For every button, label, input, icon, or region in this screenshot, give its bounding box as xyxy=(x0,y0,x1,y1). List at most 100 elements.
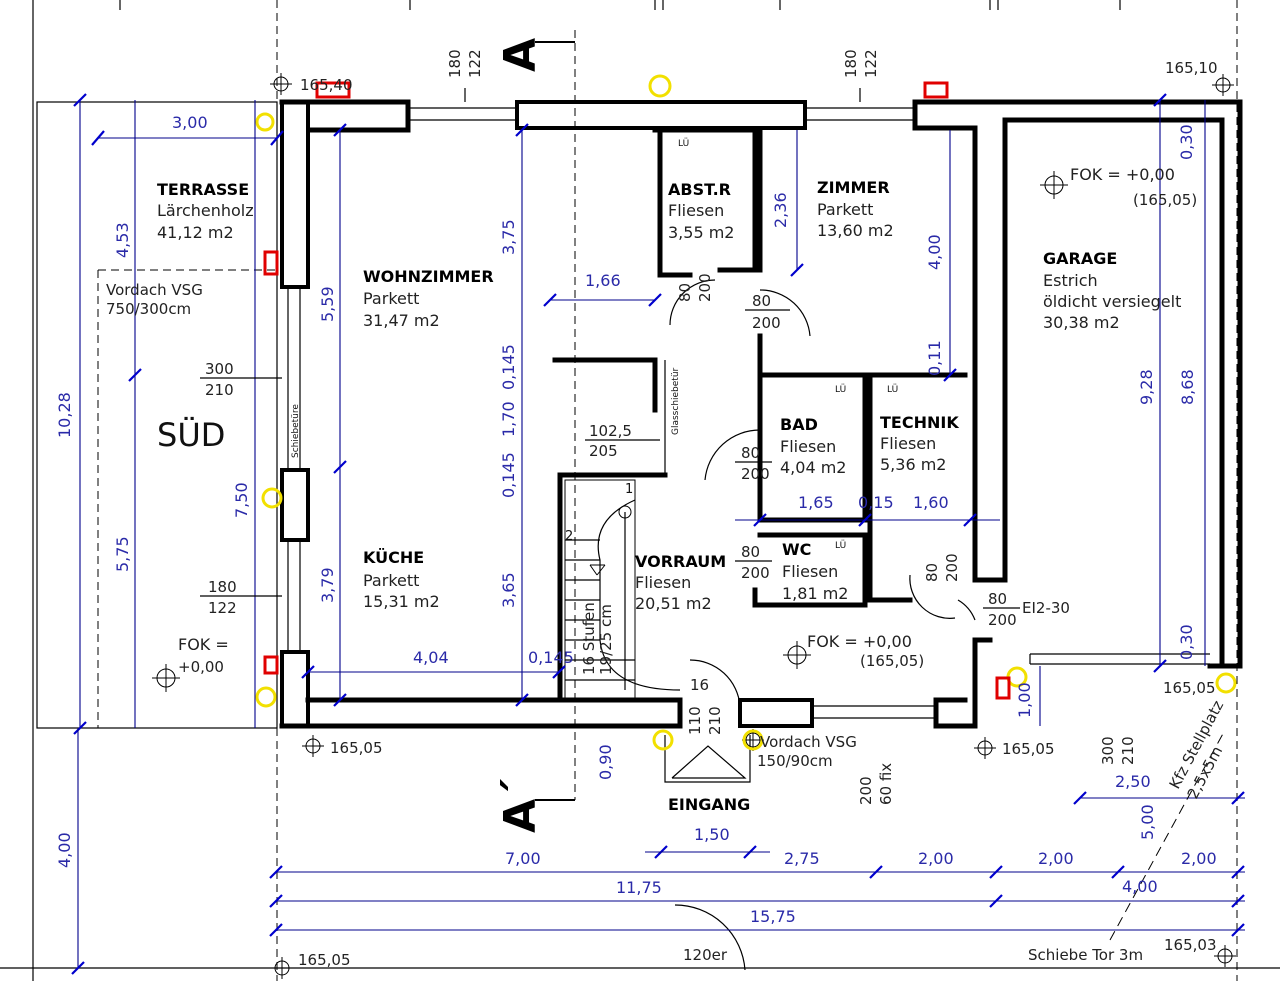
dim-text: 9,28 xyxy=(1137,369,1156,405)
dim-text: 0,30 xyxy=(1177,624,1196,660)
opening-height: 122 xyxy=(862,49,880,78)
marker-red-rect xyxy=(263,250,279,276)
technik-material: Fliesen xyxy=(880,434,936,453)
technik-name: TECHNIK xyxy=(880,413,959,432)
opening-width: 180 xyxy=(842,49,860,78)
garage-area: 30,38 m2 xyxy=(1043,313,1120,332)
zimmer-name: ZIMMER xyxy=(817,178,890,197)
staircase xyxy=(564,479,681,701)
dim-text: 0,145 xyxy=(528,648,574,667)
opening-width: 200 xyxy=(857,776,875,805)
step-1-label: 1 xyxy=(625,482,633,497)
level-text: 165,05 xyxy=(1002,740,1055,758)
dim-text: 0,145 xyxy=(499,344,518,390)
opening-width: 300 xyxy=(205,360,234,378)
dim-text: 10,28 xyxy=(55,392,74,438)
zimmer-area: 13,60 m2 xyxy=(817,221,894,240)
fok-garage-label: FOK = +0,00 xyxy=(1070,165,1175,184)
abstr-area: 3,55 m2 xyxy=(668,223,734,242)
wohnzimmer-name: WOHNZIMMER xyxy=(363,267,494,286)
opening-width: 300 xyxy=(1099,736,1117,765)
marker-yellow-circle xyxy=(261,487,283,509)
dim-text: 8,68 xyxy=(1178,369,1197,405)
marker-yellow-circle xyxy=(652,729,674,751)
level-text: 165,05 xyxy=(298,951,351,969)
step-16-label: 16 xyxy=(690,676,709,694)
dim-text: 0,15 xyxy=(858,493,894,512)
step-2-label: 2 xyxy=(565,529,573,544)
dim-text: 3,00 xyxy=(172,113,208,132)
wohnzimmer-material: Parkett xyxy=(363,289,419,308)
opening-height: 122 xyxy=(208,599,237,617)
opening-width: 180 xyxy=(208,578,237,596)
kueche-material: Parkett xyxy=(363,571,419,590)
level-text: 165,05 xyxy=(330,739,383,757)
level-text: 165,05 xyxy=(1163,679,1216,697)
terrace-outline xyxy=(36,101,278,729)
opening-height: 200 xyxy=(752,314,781,332)
dim-text: 11,75 xyxy=(616,878,662,897)
level-text: 165,40 xyxy=(300,76,353,94)
kueche-name: KÜCHE xyxy=(363,548,424,567)
dim-text: 1,50 xyxy=(694,825,730,844)
dim-text: 1,70 xyxy=(499,401,518,437)
lue-wc: LÜ xyxy=(835,540,846,551)
opening-height: 210 xyxy=(1119,736,1137,765)
wc-material: Fliesen xyxy=(782,562,838,581)
level-crosshair xyxy=(974,737,996,759)
marker-yellow-circle xyxy=(1215,672,1237,694)
opening-height: 200 xyxy=(988,611,1017,629)
opening-width: 80 xyxy=(676,283,694,302)
fok-garage-level: (165,05) xyxy=(1133,191,1197,209)
wohnzimmer-area: 31,47 m2 xyxy=(363,311,440,330)
level-text: 165,10 xyxy=(1165,59,1218,77)
marker-red-rect xyxy=(995,676,1011,700)
eingang-name: EINGANG xyxy=(668,795,750,814)
opening-width: 80 xyxy=(741,543,760,561)
bad-material: Fliesen xyxy=(780,437,836,456)
section-markers: A A´ xyxy=(495,38,575,833)
bad-name: BAD xyxy=(780,415,818,434)
terrasse-name: TERRASSE xyxy=(157,180,249,199)
level-crosshair xyxy=(1212,74,1234,96)
dim-text: 0,11 xyxy=(925,340,944,376)
vorraum-area: 20,51 m2 xyxy=(635,594,712,613)
opening-width: 80 xyxy=(988,590,1007,608)
stufen-label: 16 Stufen xyxy=(580,602,598,675)
opening-height: 210 xyxy=(205,381,234,399)
door-120-label: 120er xyxy=(683,946,728,964)
level-crosshair xyxy=(270,73,292,95)
technik-area: 5,36 m2 xyxy=(880,455,946,474)
level-symbols xyxy=(152,73,1236,979)
level-texts: 165,40 165,10 165,05 165,05 165,05 165,0… xyxy=(298,59,1218,969)
vordach-eingang-size: 150/90cm xyxy=(757,752,833,770)
wc-name: WC xyxy=(782,540,811,559)
dim-text: 2,75 xyxy=(784,849,820,868)
vordach-eingang-label: Vordach VSG xyxy=(760,733,857,751)
dim-text: 1,60 xyxy=(913,493,949,512)
dim-text: 5,59 xyxy=(318,286,337,322)
ei2-label: EI2-30 xyxy=(1022,599,1070,617)
dim-text: 2,36 xyxy=(771,192,790,228)
dim-text: 7,50 xyxy=(232,482,251,518)
dim-text: 5,75 xyxy=(113,536,132,572)
kueche-area: 15,31 m2 xyxy=(363,592,440,611)
opening-height: 200 xyxy=(741,564,770,582)
opening-labels: 180 122 180 122 180 122 300 210 300 210 … xyxy=(200,49,1137,805)
opening-height: 205 xyxy=(589,442,618,460)
opening-width: 110 xyxy=(686,706,704,735)
marker-yellow-circle xyxy=(255,112,275,132)
opening-width: 180 xyxy=(446,49,464,78)
dim-text: 0,145 xyxy=(499,452,518,498)
annotation-markers xyxy=(255,74,1237,751)
marker-yellow-circle xyxy=(648,74,672,98)
room-labels: TERRASSE Lärchenholz 41,12 m2 WOHNZIMMER… xyxy=(157,178,1181,814)
level-crosshair xyxy=(1040,171,1068,199)
dim-text: 15,75 xyxy=(750,907,796,926)
glasschiebetuer-label: Glasschiebetür xyxy=(671,367,681,435)
wc-area: 1,81 m2 xyxy=(782,584,848,603)
garage-name: GARAGE xyxy=(1043,249,1117,268)
level-crosshair xyxy=(1214,945,1236,967)
